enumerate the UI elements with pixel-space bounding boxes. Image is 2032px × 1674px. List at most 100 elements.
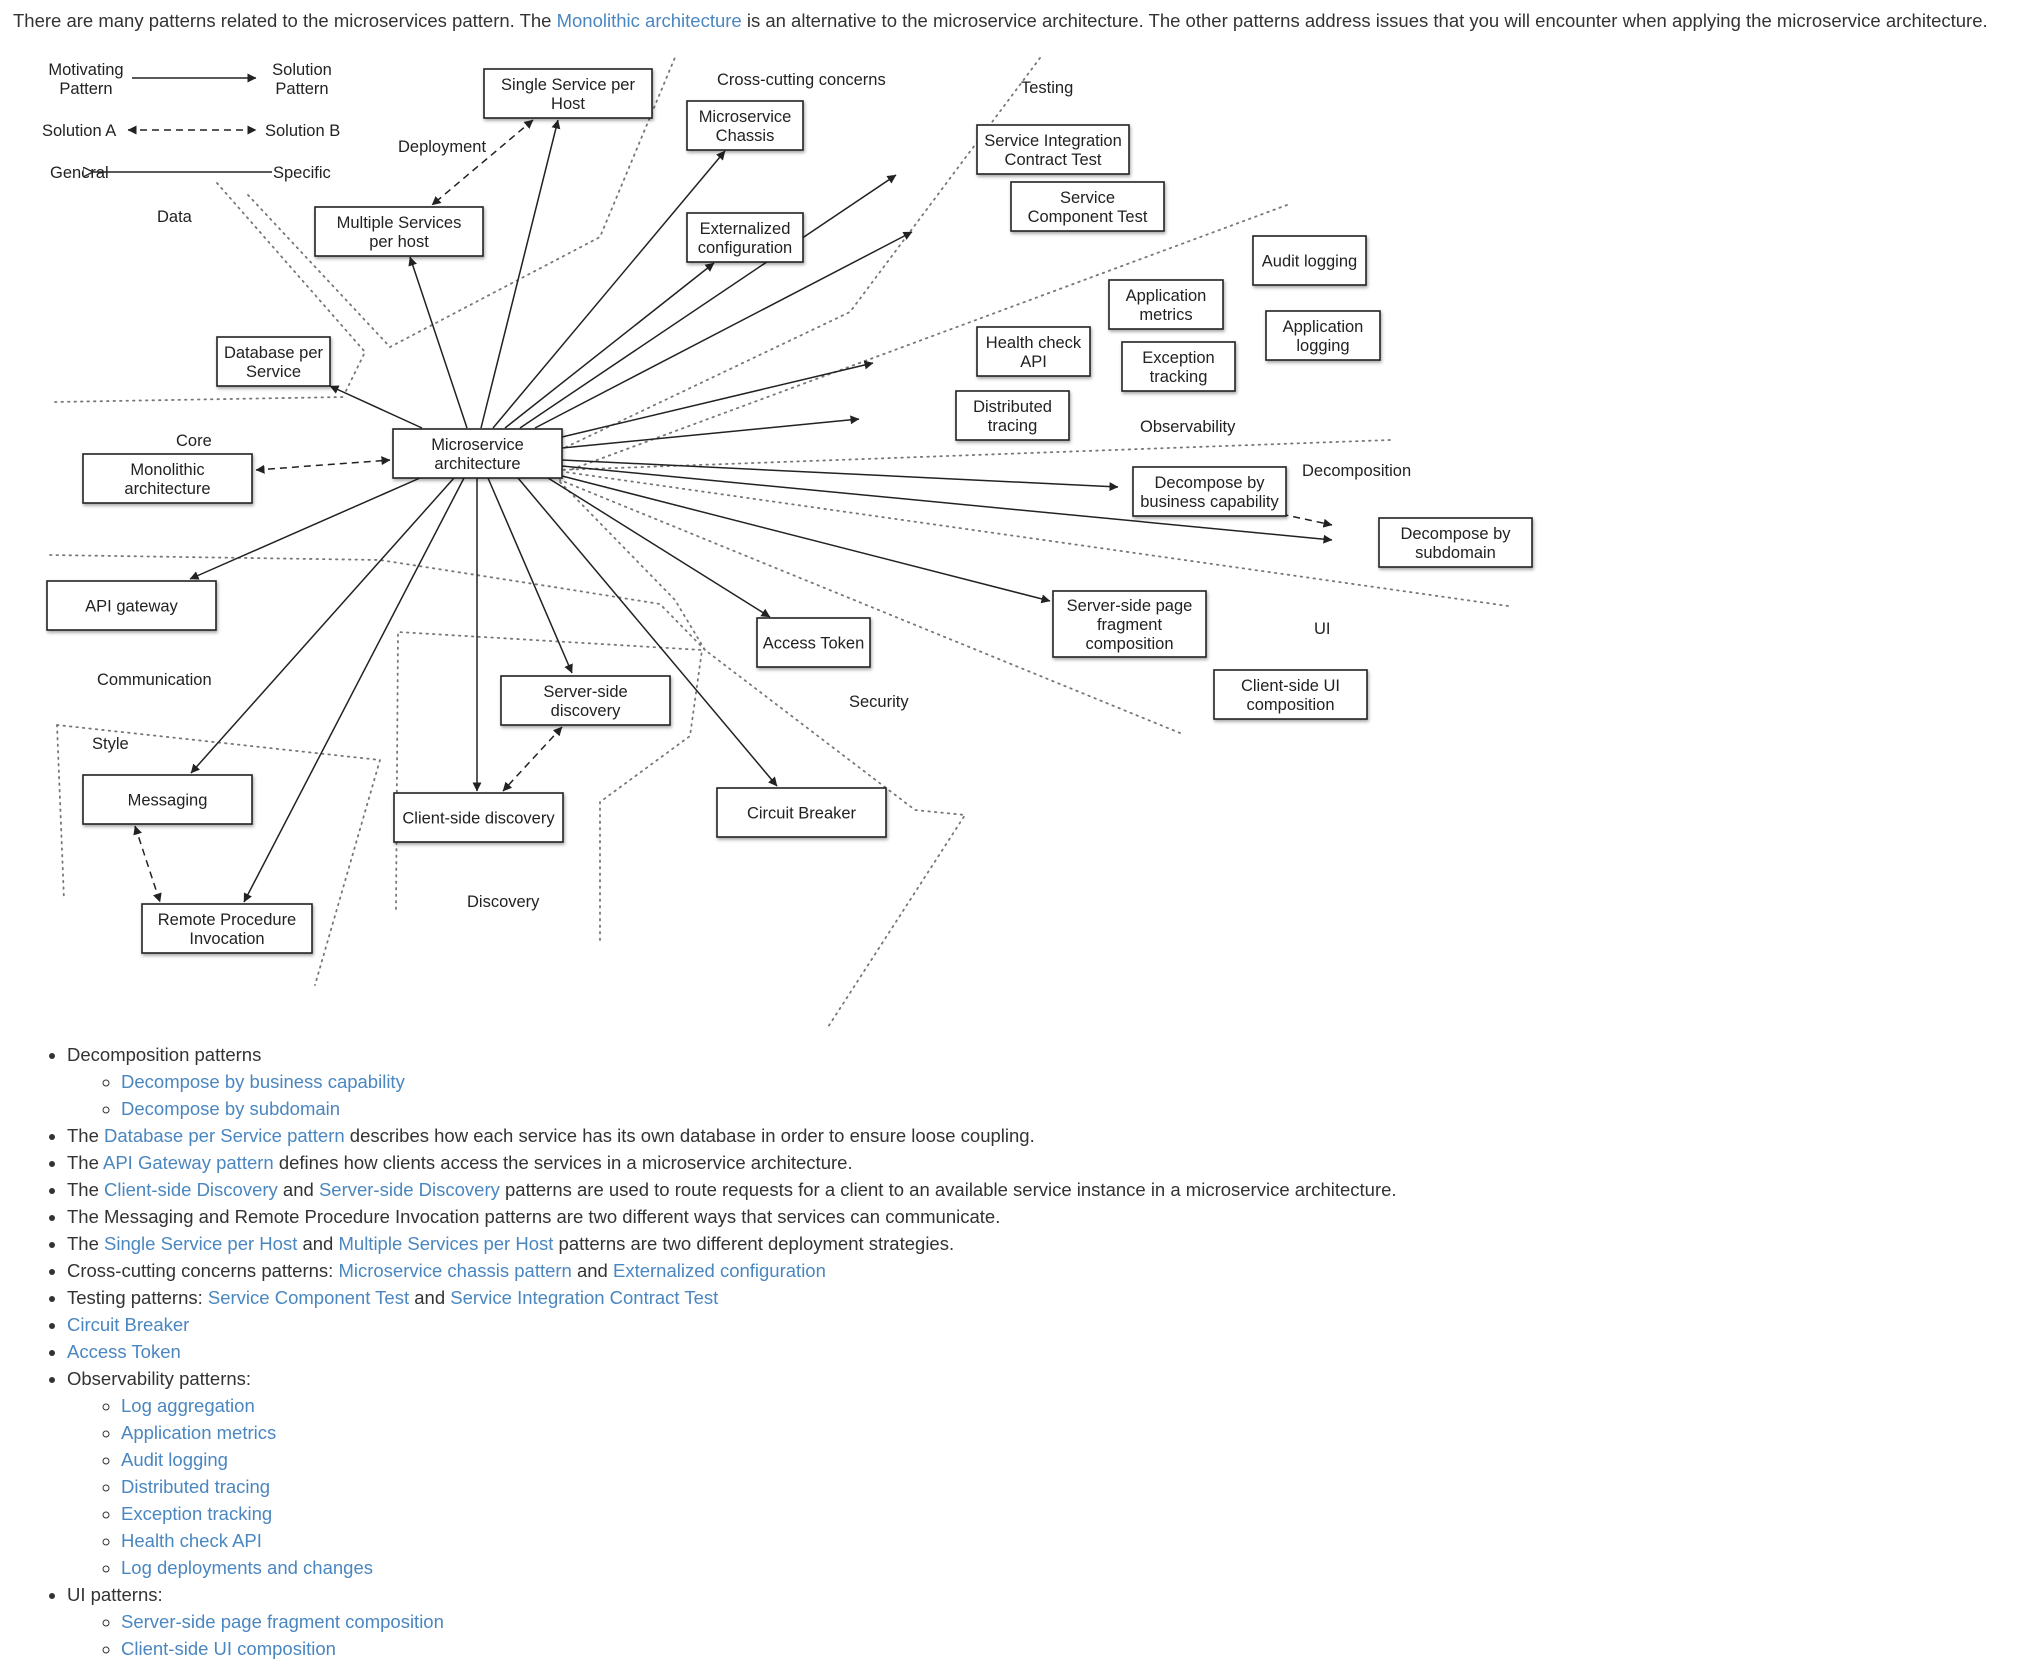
list-item-decomposition: Decomposition patterns Decompose by busi… bbox=[67, 1041, 1397, 1122]
node-box bbox=[483, 68, 653, 119]
ui-label: UI patterns: bbox=[67, 1584, 163, 1605]
boundary-testing-observability bbox=[569, 204, 1288, 471]
list-item-database: The Database per Service pattern describ… bbox=[67, 1122, 1397, 1149]
node-label: Database per bbox=[224, 344, 324, 362]
node-label: metrics bbox=[1139, 306, 1192, 324]
region-label-decomposition: Decomposition bbox=[1302, 462, 1411, 480]
node-box bbox=[976, 124, 1130, 175]
decompose-business-link[interactable]: Decompose by business capability bbox=[121, 1071, 405, 1092]
distributed-tracing-link[interactable]: Distributed tracing bbox=[121, 1476, 271, 1497]
text: The bbox=[67, 1179, 105, 1200]
region-label-observability: Observability bbox=[1140, 418, 1236, 436]
node-client-side-discovery: Client-side discovery bbox=[393, 792, 564, 843]
node-label: Externalized bbox=[700, 220, 791, 238]
boundary-discovery-left bbox=[395, 631, 704, 946]
node-box bbox=[716, 787, 887, 838]
decompose-subdomain-link[interactable]: Decompose by subdomain bbox=[121, 1098, 341, 1119]
node-label: API bbox=[1020, 353, 1047, 371]
list-item-deployment: The Single Service per Host and Multiple… bbox=[67, 1230, 1397, 1257]
audit-logging-link[interactable]: Audit logging bbox=[121, 1449, 228, 1470]
list-item-testing: Testing patterns: Service Component Test… bbox=[67, 1284, 1397, 1311]
list-item: Decompose by business capability bbox=[121, 1068, 1397, 1095]
decomposition-sublist: Decompose by business capability Decompo… bbox=[67, 1068, 1397, 1122]
edge-to-integration-contract-test bbox=[519, 174, 897, 429]
node-box bbox=[46, 580, 217, 631]
edge-to-externalized-config bbox=[504, 262, 715, 429]
edge-to-messaging bbox=[190, 477, 455, 774]
application-metrics-link[interactable]: Application metrics bbox=[121, 1422, 277, 1443]
list-item: Decompose by subdomain bbox=[121, 1095, 1397, 1122]
edge-monolithic-microservice bbox=[255, 456, 391, 474]
edge-to-distributed-tracing bbox=[561, 415, 860, 449]
edge-to-server-side-page bbox=[561, 475, 1051, 604]
single-service-per-host-link[interactable]: Single Service per Host bbox=[104, 1233, 298, 1254]
monolithic-architecture-link[interactable]: Monolithic architecture bbox=[556, 10, 742, 31]
node-box bbox=[976, 326, 1091, 377]
node-box bbox=[1010, 181, 1165, 232]
client-side-ui-composition-link[interactable]: Client-side UI composition bbox=[121, 1638, 336, 1659]
node-label: Microservice bbox=[699, 108, 792, 126]
node-box bbox=[1052, 590, 1207, 658]
api-gateway-link[interactable]: API Gateway pattern bbox=[103, 1152, 274, 1173]
service-integration-contract-test-link[interactable]: Service Integration Contract Test bbox=[450, 1287, 719, 1308]
node-label: Multiple Services bbox=[337, 214, 462, 232]
node-label: Monolithic bbox=[130, 461, 204, 479]
boundary-observability-decomposition bbox=[559, 439, 1391, 471]
circuit-breaker-link[interactable]: Circuit Breaker bbox=[67, 1314, 190, 1335]
log-deployments-link[interactable]: Log deployments and changes bbox=[121, 1557, 373, 1578]
externalized-configuration-link[interactable]: Externalized configuration bbox=[613, 1260, 826, 1281]
node-label: logging bbox=[1296, 337, 1349, 355]
list-item-ui: UI patterns: Server-side page fragment c… bbox=[67, 1581, 1397, 1662]
node-label: fragment bbox=[1097, 616, 1163, 634]
log-aggregation-link[interactable]: Log aggregation bbox=[121, 1395, 255, 1416]
boundary-ui-security bbox=[559, 479, 1181, 734]
edge-to-circuit-breaker bbox=[517, 477, 778, 787]
node-access-token: Access Token bbox=[756, 617, 871, 668]
text: Testing patterns: bbox=[67, 1287, 208, 1308]
access-token-link[interactable]: Access Token bbox=[67, 1341, 181, 1362]
text: The bbox=[67, 1125, 105, 1146]
region-label-style: Style bbox=[92, 735, 129, 753]
legend-solution-b: Solution B bbox=[265, 122, 340, 140]
server-side-discovery-link[interactable]: Server-side Discovery bbox=[318, 1179, 500, 1200]
node-label: Audit logging bbox=[1262, 253, 1357, 271]
microservice-chassis-link[interactable]: Microservice chassis pattern bbox=[338, 1260, 572, 1281]
client-side-discovery-link[interactable]: Client-side Discovery bbox=[104, 1179, 278, 1200]
list-item: Client-side UI composition bbox=[121, 1635, 1397, 1662]
edge-to-chassis bbox=[492, 150, 726, 429]
node-label: Server-side bbox=[543, 683, 627, 701]
list-item: Server-side page fragment composition bbox=[121, 1608, 1397, 1635]
node-label: composition bbox=[1085, 635, 1173, 653]
observability-label: Observability patterns: bbox=[67, 1368, 252, 1389]
intro-text: There are many patterns related to the m… bbox=[13, 10, 557, 31]
ui-sublist: Server-side page fragment composition Cl… bbox=[67, 1608, 1397, 1662]
node-label: Client-side UI bbox=[1241, 677, 1340, 695]
region-label-testing: Testing bbox=[1021, 79, 1073, 97]
server-side-page-fragment-link[interactable]: Server-side page fragment composition bbox=[121, 1611, 444, 1632]
multiple-services-per-host-link[interactable]: Multiple Services per Host bbox=[338, 1233, 554, 1254]
exception-tracking-link[interactable]: Exception tracking bbox=[121, 1503, 273, 1524]
intro-text-end: is an alternative to the microservice ar… bbox=[741, 10, 1988, 31]
node-label: Application bbox=[1283, 318, 1364, 336]
node-box bbox=[314, 206, 484, 257]
service-component-test-link[interactable]: Service Component Test bbox=[207, 1287, 410, 1308]
node-messaging: Messaging bbox=[82, 774, 253, 825]
text: and bbox=[409, 1287, 451, 1308]
node-box bbox=[686, 212, 804, 263]
database-per-service-link[interactable]: Database per Service pattern bbox=[104, 1125, 345, 1146]
health-check-api-link[interactable]: Health check API bbox=[121, 1530, 262, 1551]
node-label: subdomain bbox=[1415, 544, 1496, 562]
list-item: Application metrics bbox=[121, 1419, 1397, 1446]
patterns-list: Decomposition patterns Decompose by busi… bbox=[0, 1041, 1397, 1662]
